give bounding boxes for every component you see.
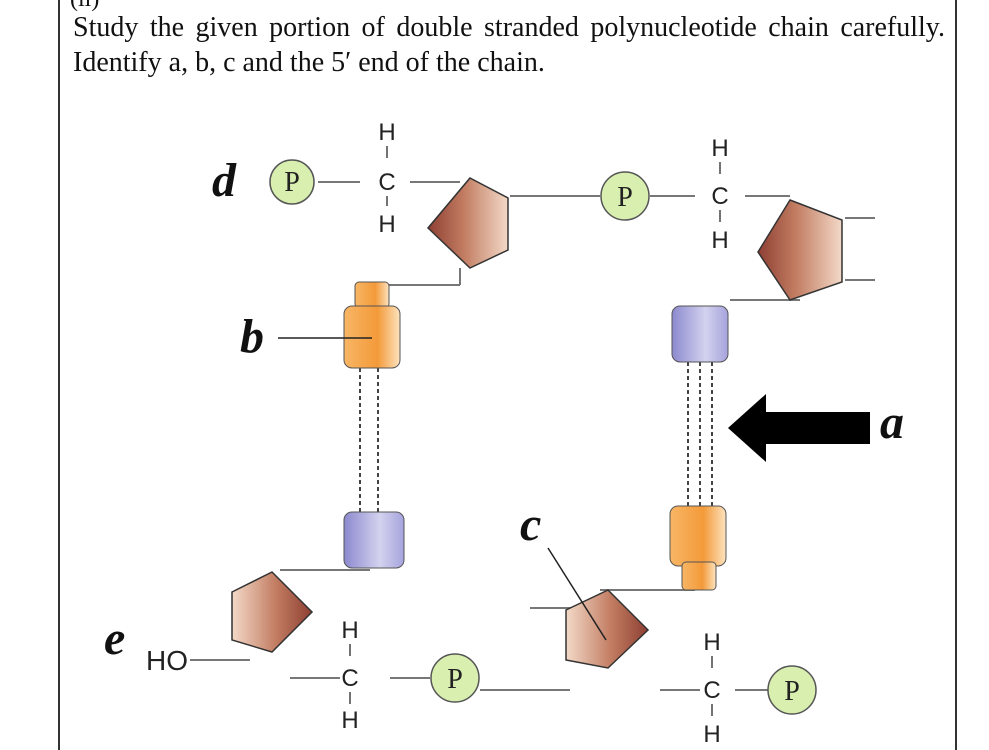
top-strand-backbone [318,181,875,301]
atom-c: C [711,183,728,210]
label-d: d [212,154,237,207]
sugar-bottom-left [231,571,314,653]
base-orange-top [343,281,401,369]
hydrogen-bonds-right [687,362,713,506]
hydrogen-bonds-left [359,368,379,512]
atom-h: H [378,119,395,146]
phosphate-label: P [617,182,633,213]
ch2-group-top-left: H C H [378,119,395,238]
right-border [955,0,957,750]
question-text: Study the given portion of double strand… [73,10,945,80]
hydroxyl-label: HO [146,645,188,676]
phosphate-label: P [447,664,463,695]
atom-c: C [378,169,395,196]
phosphate-bottom-right: P [767,665,817,715]
base-purple-bottom-left [343,511,405,569]
base-purple-top-right [671,305,729,363]
label-a: a [880,396,904,449]
label-e: e [104,612,125,665]
atom-h: H [703,721,720,748]
left-border [58,0,60,750]
ch2-group-bottom-right: H C H [703,629,720,748]
sugar-bottom-right [565,589,650,669]
atom-h: H [711,227,728,254]
sugar-top-right [757,199,843,301]
phosphate-bottom-middle: P [430,653,480,703]
atom-h: H [711,135,728,162]
atom-c: C [703,677,720,704]
ch2-group-bottom-left: H C H [341,617,358,734]
sugar-top-left [426,177,509,269]
phosphate-top-middle: P [600,171,650,221]
phosphate-label: P [784,676,800,707]
atom-h: H [703,629,720,656]
label-b: b [240,310,264,363]
base-orange-bottom-right [669,505,727,591]
atom-h: H [341,617,358,644]
pointer-c [547,547,607,641]
question-line-2: Identify a, b, c and the 5′ end of the c… [73,47,545,78]
ch2-group-top-right: H C H [711,135,728,254]
question-number: (ii) [70,0,99,13]
phosphate-label: P [284,167,300,198]
phosphate-d: P [269,159,315,205]
question-line-1: Study the given portion of double strand… [73,12,945,43]
atom-h: H [341,707,358,734]
atom-h: H [378,211,395,238]
arrow-a [728,394,870,462]
atom-c: C [341,665,358,692]
label-c: c [520,498,541,551]
